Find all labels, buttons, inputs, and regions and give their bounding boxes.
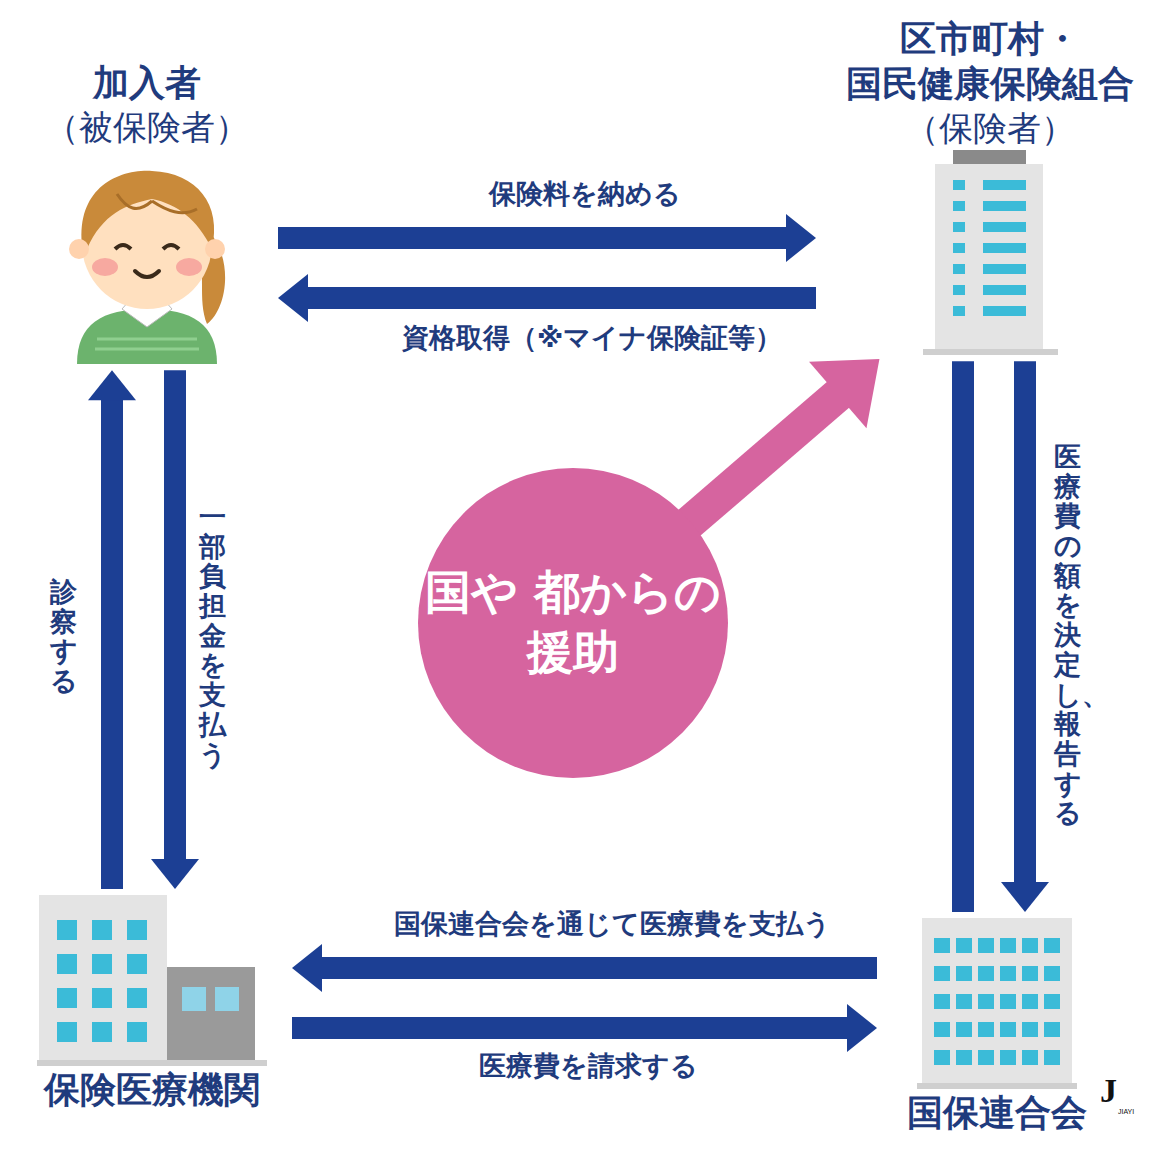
- drawing-part: [95, 339, 199, 349]
- flow-arrow: [687, 359, 879, 524]
- flow-arrow: [292, 1004, 877, 1052]
- drawing-part: [953, 150, 1026, 165]
- federation-node: 国保連合会: [883, 918, 1111, 1135]
- edge-label: 資格取得（※マイナ保険証等）: [399, 322, 785, 354]
- drawing-part: [135, 271, 159, 277]
- node-text: 国保連合会: [883, 1090, 1111, 1135]
- drawing-part: [163, 245, 179, 249]
- arrow-shaft: [292, 1017, 848, 1039]
- arrow-shaft: [321, 957, 877, 979]
- arrow-shaft: [278, 227, 787, 249]
- drawing-part: [37, 1060, 267, 1066]
- drawing-part: [182, 987, 206, 1011]
- drawing-part: [922, 918, 1072, 1083]
- node-text: 国や 都からの 援助: [418, 563, 728, 683]
- arrow-head: [847, 1004, 877, 1052]
- drawing-part: [923, 349, 1058, 355]
- drawing-part: [917, 1083, 1077, 1089]
- node-text: （被保険者）: [22, 105, 272, 149]
- edge-label: 保険料を納める: [486, 178, 684, 210]
- node-text: （保険者）: [822, 106, 1158, 150]
- insurer-building: [923, 150, 1058, 355]
- drawing-part: [935, 180, 1043, 327]
- arrow-head: [292, 944, 322, 992]
- edge-label: 診察する: [50, 575, 77, 698]
- drawing-part: [39, 895, 167, 1060]
- node-text: 保険医療機関: [18, 1067, 286, 1112]
- node-text: 加入者: [22, 60, 272, 105]
- drawing-part: [176, 258, 202, 276]
- drawing-part: [57, 920, 162, 1045]
- flow-arrow: [963, 361, 964, 912]
- drawing-part: [935, 164, 1043, 350]
- arrow-shaft: [1014, 361, 1036, 883]
- watermark: JIAYI: [1118, 1108, 1134, 1115]
- flow-arrow: [151, 370, 199, 889]
- flow-arrow: [1001, 361, 1049, 912]
- edge-label: 国保連合会を通じて医療費を支払う: [391, 908, 834, 940]
- drawing-part: [205, 239, 225, 259]
- drawing-part: [215, 987, 239, 1011]
- drawing-part: [82, 171, 215, 249]
- drawing-part: [934, 938, 1064, 1073]
- clinic-node: 保険医療機関: [18, 895, 286, 1112]
- federation-building: [917, 918, 1077, 1090]
- edge-label: 一部負担金を支払う: [199, 500, 226, 771]
- arrow-head: [809, 359, 879, 428]
- member-node: 加入者（被保険者）: [22, 60, 272, 364]
- clinic-building: [37, 895, 267, 1067]
- insurer-node: 区市町村・ 国民健康保険組合（保険者）: [822, 16, 1158, 355]
- edge-label: 医療費を請求する: [476, 1050, 701, 1082]
- arrow-head: [88, 370, 136, 400]
- arrow-shaft: [687, 394, 838, 524]
- drawing-part: [117, 194, 197, 213]
- person-illustration: [57, 149, 237, 364]
- arrow-head: [1001, 882, 1049, 912]
- arrow-head: [278, 274, 308, 322]
- node-text: 区市町村・ 国民健康保険組合: [822, 16, 1158, 106]
- flow-arrow: [278, 274, 816, 322]
- arrow-head: [786, 214, 816, 262]
- support-circle: 国や 都からの 援助: [418, 468, 728, 778]
- watermark: J: [1100, 1072, 1117, 1110]
- flow-arrow: [88, 370, 136, 889]
- arrow-shaft: [101, 399, 123, 889]
- drawing-part: [69, 239, 89, 259]
- arrow-head: [151, 859, 199, 889]
- arrow-shaft: [952, 361, 974, 912]
- flow-arrow: [278, 214, 816, 262]
- drawing-part: [92, 258, 118, 276]
- arrow-shaft: [164, 370, 186, 860]
- edge-label: 医療費の額を決定し、報告する: [1054, 440, 1081, 830]
- drawing-part: [167, 967, 255, 1060]
- flow-arrow: [292, 944, 877, 992]
- arrow-shaft: [307, 287, 816, 309]
- drawing-part: [115, 245, 131, 249]
